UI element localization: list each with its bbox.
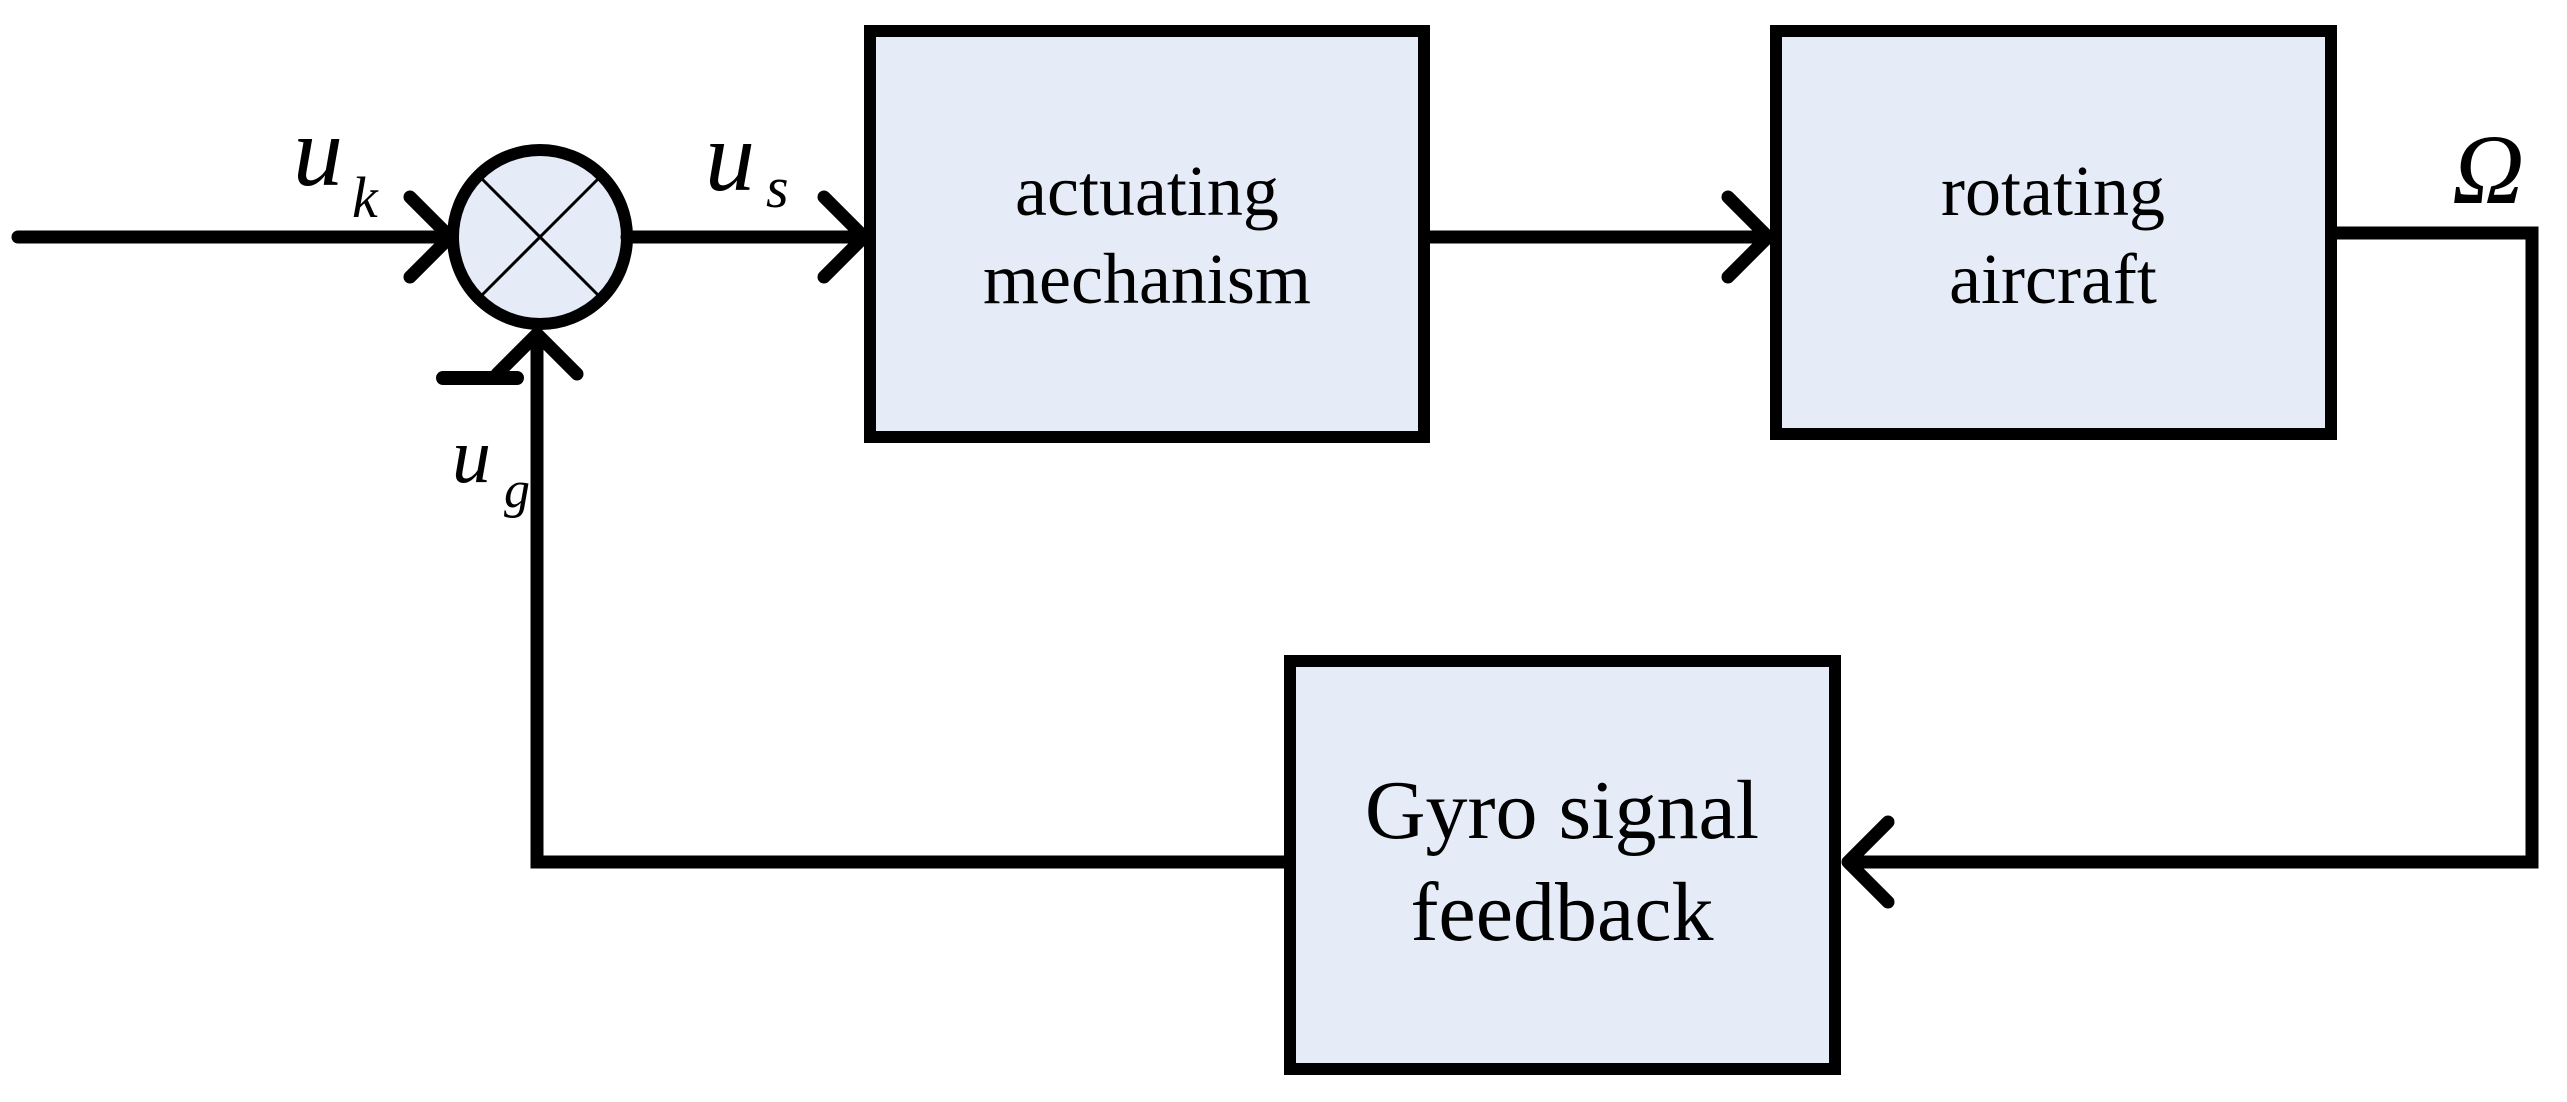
block-actuating-mechanism-label-line2: mechanism — [983, 239, 1311, 319]
arrowhead-into-rotating-aircraft-icon — [1721, 190, 1775, 284]
block-gyro-signal-feedback-label-line2: feedback — [1410, 866, 1713, 959]
label-output-omega: Ω — [2452, 114, 2524, 225]
label-feedback-signal: u g — [452, 412, 530, 519]
feedback-return-wire — [530, 331, 1294, 869]
arrowhead-into-summing-junction-bottom-icon — [490, 327, 584, 381]
label-summed-base: u — [705, 101, 755, 212]
block-rotating-aircraft-label-line2: aircraft — [1949, 239, 2157, 319]
label-input-subscript: k — [352, 165, 379, 230]
output-feedback-wire — [1848, 226, 2539, 869]
block-actuating-mechanism-label-line1: actuating — [1015, 151, 1279, 231]
arrowhead-into-gyro-feedback-icon — [1841, 815, 1895, 909]
label-feedback-subscript: g — [504, 462, 530, 519]
label-summed-subscript: s — [766, 155, 789, 220]
block-gyro-signal-feedback — [1284, 655, 1841, 1075]
block-rotating-aircraft — [1770, 25, 2337, 440]
block-actuating-mechanism — [864, 25, 1430, 443]
label-feedback-base: u — [452, 412, 491, 499]
label-input-base: u — [293, 96, 343, 207]
summing-junction-cross-icon — [480, 177, 600, 297]
label-input-signal: u k — [293, 96, 379, 230]
block-gyro-signal-feedback-label-line1: Gyro signal — [1365, 764, 1759, 857]
block-rotating-aircraft-label-line1: rotating — [1941, 151, 2165, 231]
label-summed-signal: u s — [705, 101, 789, 220]
